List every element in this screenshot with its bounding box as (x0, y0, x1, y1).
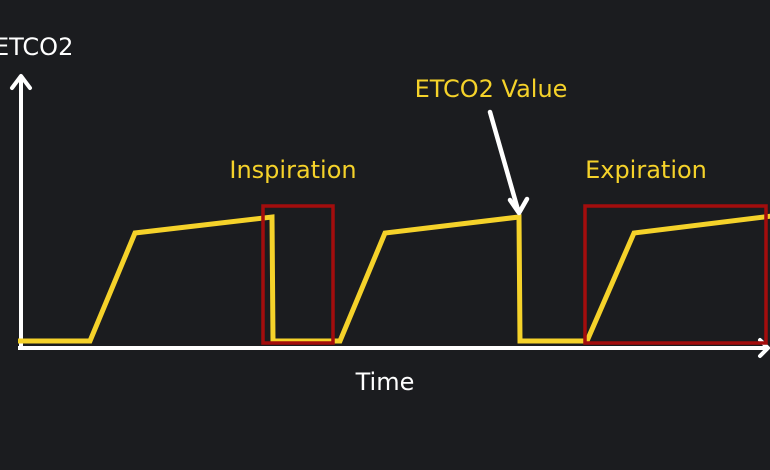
etco2-value-label: ETCO2 Value (415, 75, 568, 103)
etco2-pointer-arrow (487, 109, 521, 213)
etco2-arrowhead-icon (507, 196, 530, 216)
expiration-label: Expiration (585, 156, 707, 184)
expiration-box (583, 204, 768, 345)
x-axis-label: Time (355, 368, 415, 396)
y-axis-label: ETCO2 (0, 33, 73, 61)
y-axis-arrow-icon (10, 74, 32, 90)
inspiration-box (261, 204, 335, 345)
capnography-waveform (18, 213, 770, 344)
inspiration-label: Inspiration (229, 156, 356, 184)
